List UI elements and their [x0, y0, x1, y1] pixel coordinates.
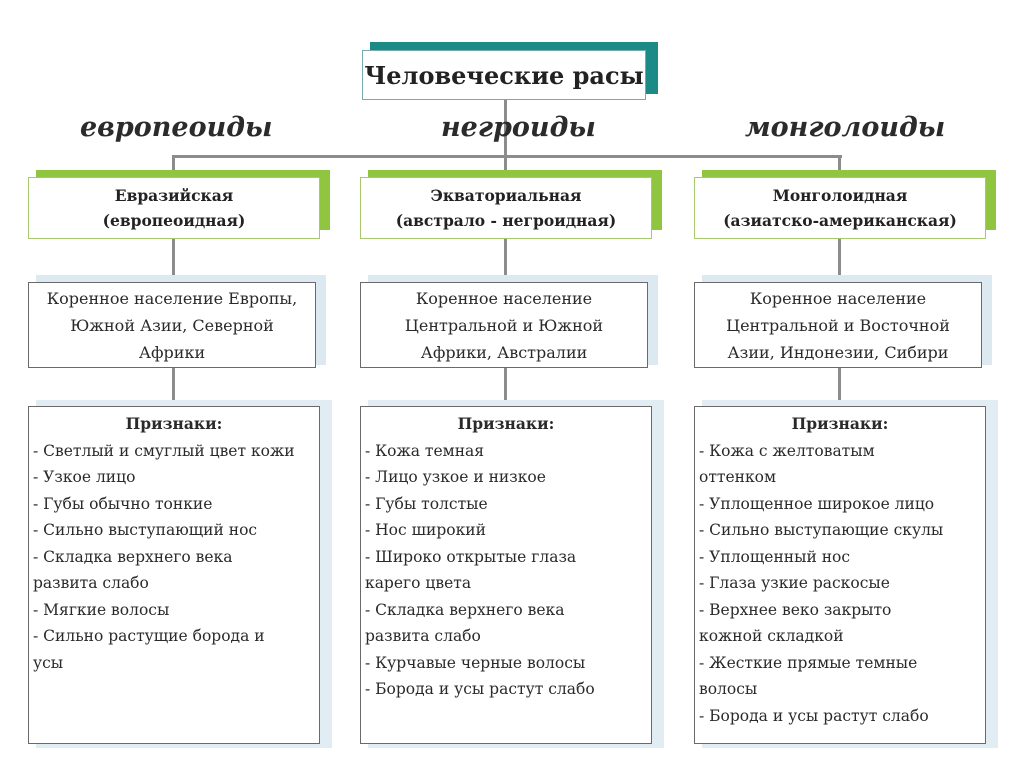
- feature-item: - Кожа с желтоватым: [699, 441, 875, 460]
- population-line: Центральной и Южной: [404, 315, 604, 335]
- feature-item: - Мягкие волосы: [33, 600, 170, 619]
- feature-item: - Широко открытые глаза: [365, 547, 577, 566]
- feature-item: - Узкое лицо: [33, 468, 136, 486]
- connector-center-down-2: [504, 239, 507, 282]
- features-heading: Признаки:: [457, 414, 555, 433]
- feature-item: волосы: [699, 680, 758, 698]
- race-name: Монголоидная: [772, 186, 908, 205]
- feature-item: усы: [33, 653, 64, 672]
- diagram-title: Человеческие расы: [362, 50, 646, 100]
- feature-item: - Сильно выступающие скулы: [699, 521, 944, 539]
- population-box-europeoids: Коренное население Европы, Южной Азии, С…: [28, 282, 316, 368]
- feature-item: - Нос широкий: [365, 521, 486, 539]
- race-box-eurasian: Евразийская (европеоидная): [28, 177, 320, 239]
- connector-center-down-1: [504, 155, 507, 177]
- feature-item: - Борода и усы растут слабо: [365, 680, 595, 698]
- population-line: Коренное население: [749, 288, 927, 308]
- feature-item: - Уплощенный нос: [699, 547, 851, 566]
- feature-item: - Губы обычно тонкие: [33, 494, 213, 513]
- race-subname: (азиатско-американская): [723, 211, 957, 230]
- population-line: Африки, Австралии: [420, 342, 588, 362]
- feature-item: - Складка верхнего века: [365, 600, 565, 619]
- population-line: Азии, Индонезии, Сибири: [727, 342, 949, 362]
- population-line: Коренное население: [415, 288, 593, 308]
- population-line: Южной Азии, Северной: [70, 315, 274, 335]
- connector-left-down-2: [172, 239, 175, 282]
- feature-item: развита слабо: [33, 574, 149, 592]
- features-heading: Признаки:: [125, 414, 223, 433]
- population-box-mongoloids: Коренное население Центральной и Восточн…: [694, 282, 982, 368]
- connector-right-down-2: [838, 239, 841, 282]
- features-box-negroids: Признаки: - Кожа темная - Лицо узкое и н…: [360, 406, 652, 744]
- feature-item: - Сильно выступающий нос: [33, 521, 258, 539]
- feature-item: - Уплощенное широкое лицо: [699, 494, 935, 513]
- feature-item: - Светлый и смуглый цвет кожи: [33, 441, 295, 460]
- population-line: Африки: [138, 342, 206, 362]
- group-name-mongoloids: монголоиды: [745, 112, 946, 143]
- connector-left-down-3: [172, 368, 175, 406]
- features-box-mongoloids: Признаки: - Кожа с желтоватым оттенком -…: [694, 406, 986, 744]
- race-box-equatorial: Экваториальная (австрало - негроидная): [360, 177, 652, 239]
- connector-right-down-1: [838, 155, 841, 177]
- race-box-mongoloid: Монголоидная (азиатско-американская): [694, 177, 986, 239]
- race-name: Евразийская: [114, 186, 234, 205]
- features-heading: Признаки:: [791, 414, 889, 433]
- population-line: Центральной и Восточной: [726, 315, 950, 335]
- race-subname: (европеоидная): [102, 211, 246, 230]
- feature-item: - Борода и усы растут слабо: [699, 706, 929, 725]
- connector-title-down: [504, 100, 507, 160]
- feature-item: - Сильно растущие борода и: [33, 627, 265, 645]
- connector-left-down-1: [172, 155, 175, 177]
- feature-item: - Складка верхнего века: [33, 547, 233, 566]
- connector-horizontal: [172, 155, 842, 158]
- feature-item: карего цвета: [365, 574, 472, 592]
- connector-center-down-3: [504, 368, 507, 406]
- race-name: Экваториальная: [430, 186, 582, 205]
- feature-item: - Курчавые черные волосы: [365, 653, 586, 672]
- diagram-title-text: Человеческие расы: [364, 60, 644, 90]
- feature-item: - Губы толстые: [365, 494, 488, 513]
- feature-item: - Верхнее веко закрыто: [699, 600, 892, 619]
- features-box-europeoids: Признаки: - Светлый и смуглый цвет кожи …: [28, 406, 320, 744]
- feature-item: - Кожа темная: [365, 441, 485, 460]
- group-name-negroids: негроиды: [441, 112, 596, 143]
- feature-item: оттенком: [699, 468, 777, 486]
- feature-item: кожной складкой: [699, 627, 844, 645]
- connector-right-down-3: [838, 368, 841, 406]
- feature-item: - Глаза узкие раскосые: [699, 574, 890, 592]
- group-name-europeoids: европеоиды: [80, 112, 273, 143]
- feature-item: - Лицо узкое и низкое: [365, 468, 546, 486]
- feature-item: развита слабо: [365, 627, 481, 645]
- population-box-negroids: Коренное население Центральной и Южной А…: [360, 282, 648, 368]
- population-line: Коренное население Европы,: [46, 288, 298, 308]
- feature-item: - Жесткие прямые темные: [699, 653, 918, 672]
- race-subname: (австрало - негроидная): [395, 211, 617, 230]
